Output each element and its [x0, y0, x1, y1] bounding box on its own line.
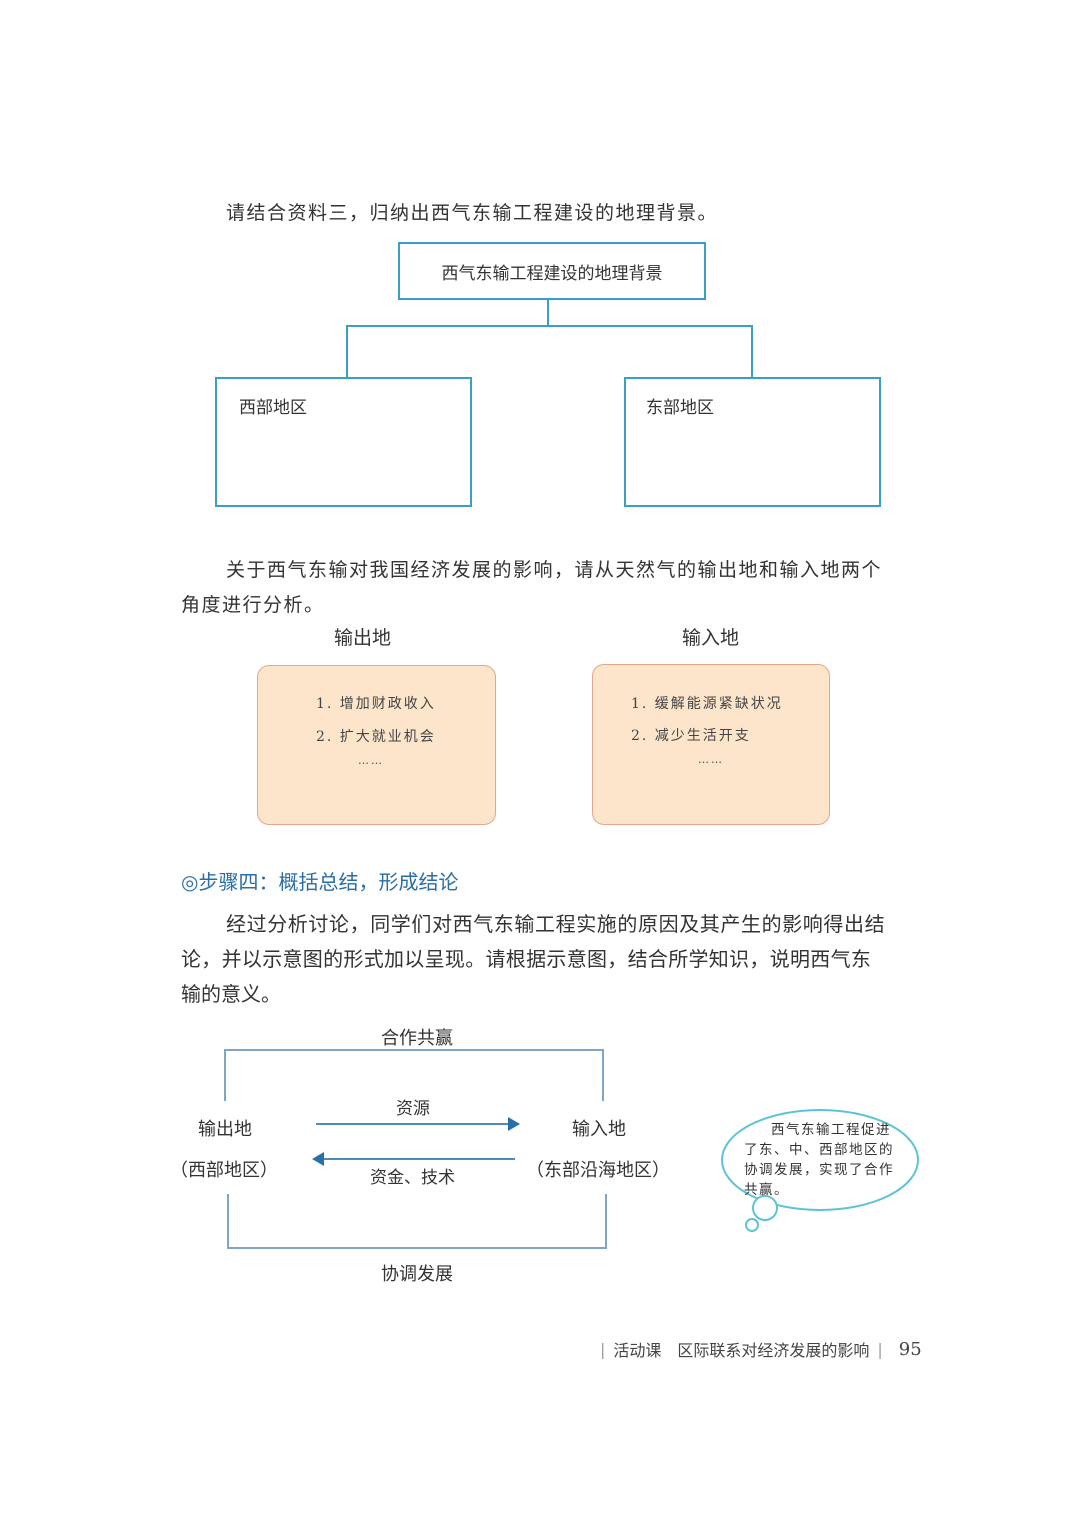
bracket-line — [224, 1049, 226, 1101]
paragraph-line: 论，并以示意图的形式加以呈现。请根据示意图，结合所学知识，说明西气东 — [181, 947, 872, 971]
bubble-text: 西气东输工程促进了东、中、西部地区的协调发展，实现了合作共赢。 — [744, 1122, 894, 1198]
west-region-label: 西部地区 — [239, 398, 307, 418]
bottom-label: 协调发展 — [381, 1264, 453, 1285]
input-place-box: 1. 缓解能源紧缺状况 2. 减少生活开支 …… — [592, 664, 830, 825]
bracket-line — [605, 1194, 607, 1249]
input-place-title: 输入地 — [682, 627, 740, 649]
left-name: 输出地 — [198, 1119, 252, 1140]
page-footer: | 活动课 区际联系对经济发展的影响 | 95 — [600, 1337, 922, 1361]
arrow-right-label: 资源 — [396, 1099, 430, 1119]
right-name: 输入地 — [572, 1119, 626, 1140]
output-item: 2. 扩大就业机会 — [316, 729, 436, 745]
output-place-title: 输出地 — [334, 627, 392, 649]
thought-bubble-icon — [721, 1109, 919, 1232]
page-number: 95 — [898, 1338, 922, 1360]
arrow-left-label: 资金、技术 — [370, 1168, 455, 1188]
bracket-line — [227, 1247, 607, 1249]
instruction-1: 请结合资料三，归纳出西气东输工程建设的地理背景。 — [226, 202, 719, 224]
output-item: 1. 增加财政收入 — [316, 696, 436, 712]
output-place-box: 1. 增加财政收入 2. 扩大就业机会 …… — [257, 665, 496, 825]
instruction-2-line1: 关于西气东输对我国经济发展的影响，请从天然气的输出地和输入地两个 — [226, 559, 883, 581]
paragraph-line: 经过分析讨论，同学们对西气东输工程实施的原因及其产生的影响得出结 — [226, 912, 886, 936]
input-item: 1. 缓解能源紧缺状况 — [631, 696, 783, 712]
step4-heading: ◎步骤四：概括总结，形成结论 — [181, 870, 459, 894]
paragraph-line: 输的意义。 — [181, 982, 281, 1006]
right-region: （东部沿海地区） — [526, 1160, 670, 1181]
west-region-box[interactable]: 西部地区 — [215, 377, 472, 507]
east-region-box[interactable]: 东部地区 — [624, 377, 881, 507]
tree-root-box: 西气东输工程建设的地理背景 — [398, 242, 706, 300]
top-label: 合作共赢 — [381, 1028, 453, 1049]
divider: | — [877, 1339, 883, 1359]
instruction-2-line2: 角度进行分析。 — [181, 594, 325, 616]
connector — [346, 325, 753, 327]
east-region-label: 东部地区 — [646, 398, 714, 418]
footer-section: 活动课 区际联系对经济发展的影响 — [613, 1341, 870, 1360]
input-item: 2. 减少生活开支 — [631, 728, 751, 744]
bracket-line — [224, 1049, 604, 1051]
arrow-right-head-icon — [508, 1117, 520, 1131]
flow-arrows — [312, 1117, 520, 1166]
output-item: …… — [358, 754, 384, 767]
arrow-left-head-icon — [312, 1152, 324, 1166]
connector — [751, 325, 753, 378]
bracket-line — [602, 1049, 604, 1101]
left-region: （西部地区） — [170, 1160, 278, 1181]
input-item: …… — [698, 753, 724, 766]
bracket-line — [227, 1194, 229, 1249]
divider: | — [600, 1339, 606, 1359]
connector — [346, 325, 348, 378]
connector — [547, 300, 549, 326]
